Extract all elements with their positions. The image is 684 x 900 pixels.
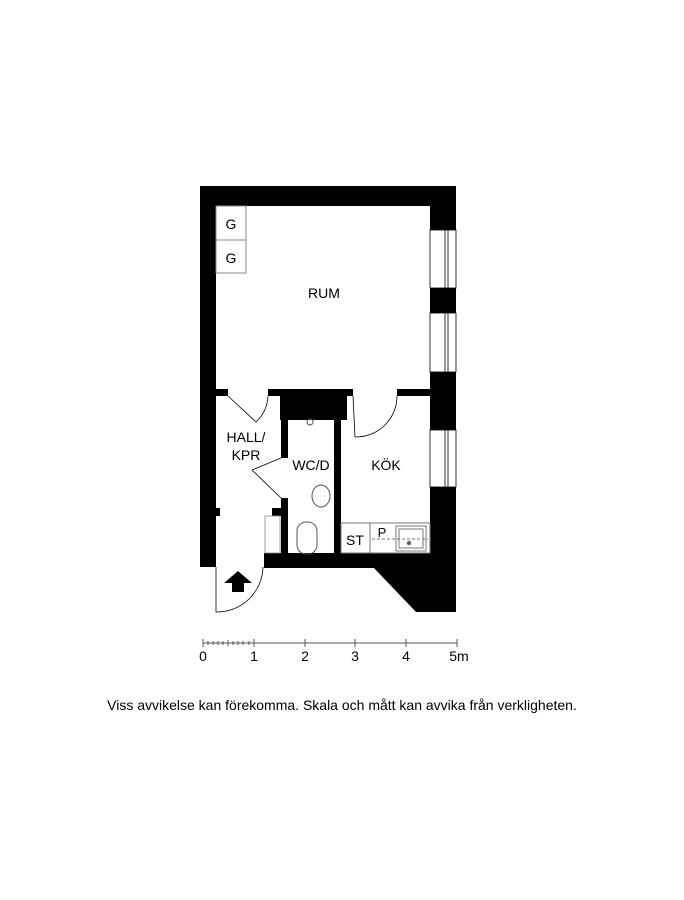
room-label-kok: KÖK [371, 456, 401, 473]
room-label-rum: RUM [308, 285, 340, 301]
scale-tick-label: 2 [301, 648, 309, 664]
p-label: P [378, 525, 387, 540]
room-label-kpr: KPR [232, 447, 261, 463]
scale-tick-label: 3 [351, 648, 359, 664]
walls [200, 186, 456, 612]
room-label-hall: HALL/ [227, 429, 266, 445]
wc-fixtures [296, 418, 331, 555]
closets [215, 205, 247, 274]
closet-label: G [226, 250, 237, 266]
scale-tick-label: 4 [402, 648, 410, 664]
closet-label: G [226, 216, 237, 232]
kitchen-counter [340, 522, 431, 554]
storage-label: ST [346, 532, 364, 548]
scale-tick-label: 1 [250, 648, 258, 664]
scale-tick-label: 5m [449, 648, 468, 664]
disclaimer-text: Viss avvikelse kan förekomma. Skala och … [107, 697, 577, 713]
scale-bar [202, 639, 458, 647]
room-label-wc: WC/D [292, 457, 329, 473]
entrance-arrow-icon [224, 571, 252, 592]
windows [429, 229, 457, 488]
scale-tick-label: 0 [199, 648, 207, 664]
doors [215, 395, 398, 613]
